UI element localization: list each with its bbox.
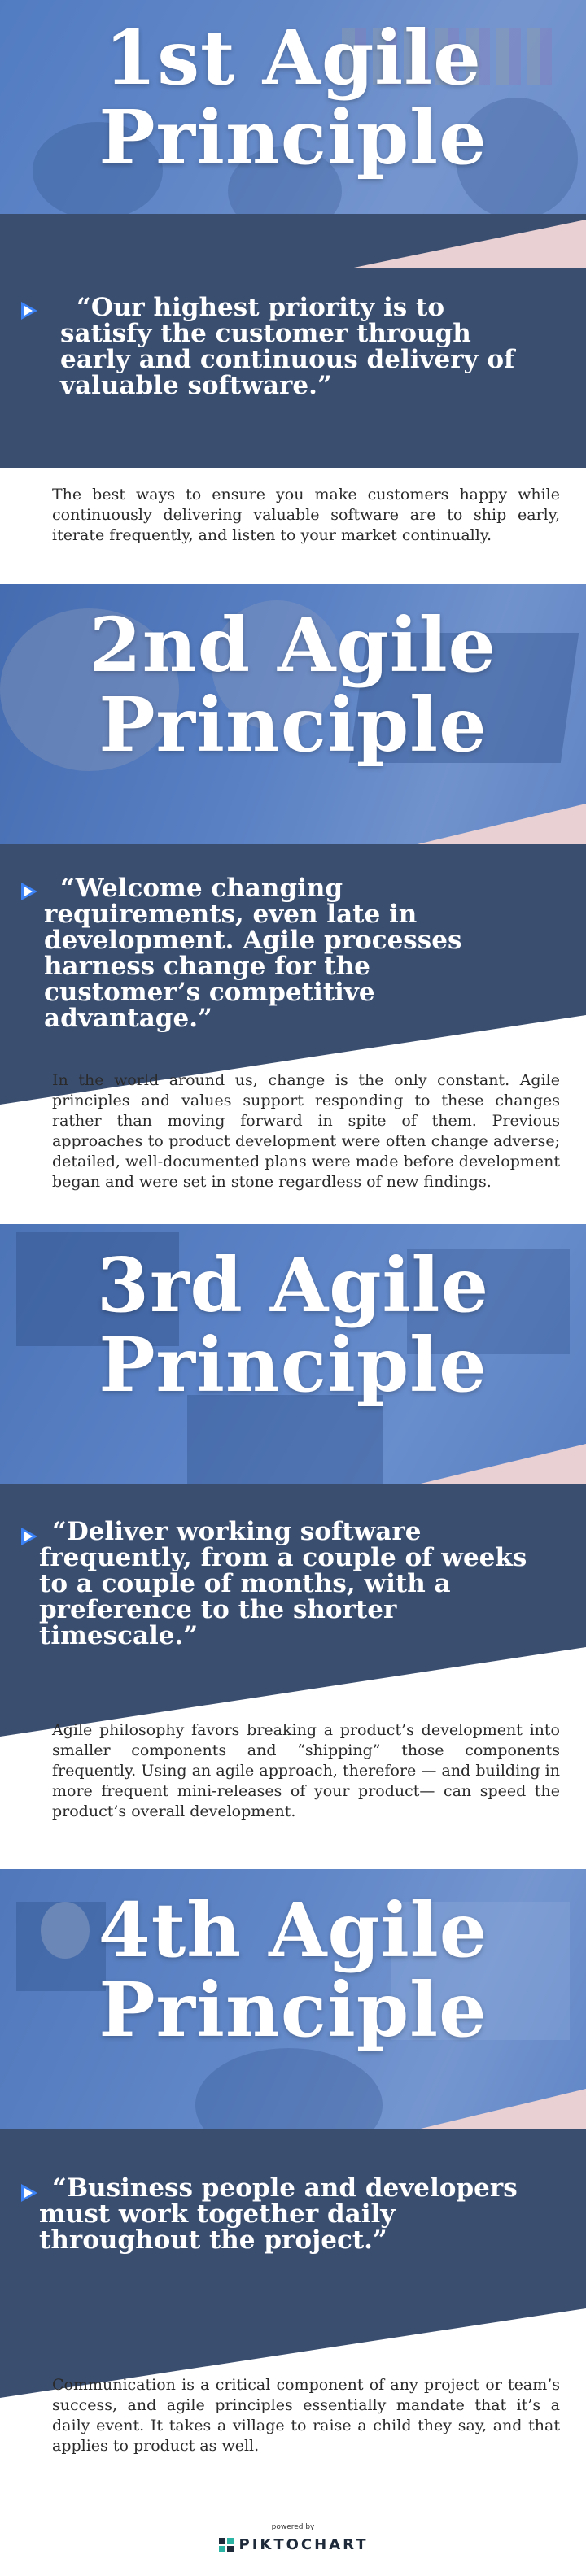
- header-photo-2: [0, 584, 586, 861]
- principle-body-3: Agile philosophy favors breaking a produ…: [52, 1721, 560, 1820]
- piktochart-brand-text: PIKTOCHART: [238, 2536, 369, 2553]
- powered-by-label: powered by: [271, 2523, 315, 2531]
- header-photo-4: [0, 1869, 586, 2146]
- play-triangle-icon: [21, 883, 37, 900]
- quote-band-2: [0, 844, 586, 1105]
- principle-quote-2: “Welcome changing requirements, even lat…: [44, 874, 462, 1033]
- play-triangle-icon: [21, 2184, 37, 2202]
- principle-body-1: The best ways to ensure you make custome…: [52, 486, 560, 544]
- principle-quote-4: “Business people and developers must wor…: [39, 2173, 518, 2255]
- principle-quote-3: “Deliver working software frequently, fr…: [39, 1517, 527, 1650]
- header-photo-3: [0, 1224, 586, 1501]
- quote-band-3: [0, 1484, 586, 1737]
- principle-quote-1: “Our highest priority is to satisfy the …: [60, 293, 515, 400]
- piktochart-logo-icon: [218, 2537, 234, 2552]
- play-triangle-icon: [21, 302, 37, 320]
- principle-body-4: Communication is a critical component of…: [52, 2376, 560, 2455]
- piktochart-brand-link[interactable]: PIKTOCHART: [218, 2536, 369, 2553]
- footer-branding: powered by PIKTOCHART: [0, 2523, 586, 2568]
- quote-band-1-fill: [0, 214, 586, 468]
- play-triangle-icon: [21, 1528, 37, 1545]
- pink-wedge-1: [350, 220, 586, 268]
- header-photo-1: [0, 0, 586, 268]
- principle-body-2: In the world around us, change is the on…: [52, 1071, 560, 1191]
- quote-band-4: [0, 2129, 586, 2398]
